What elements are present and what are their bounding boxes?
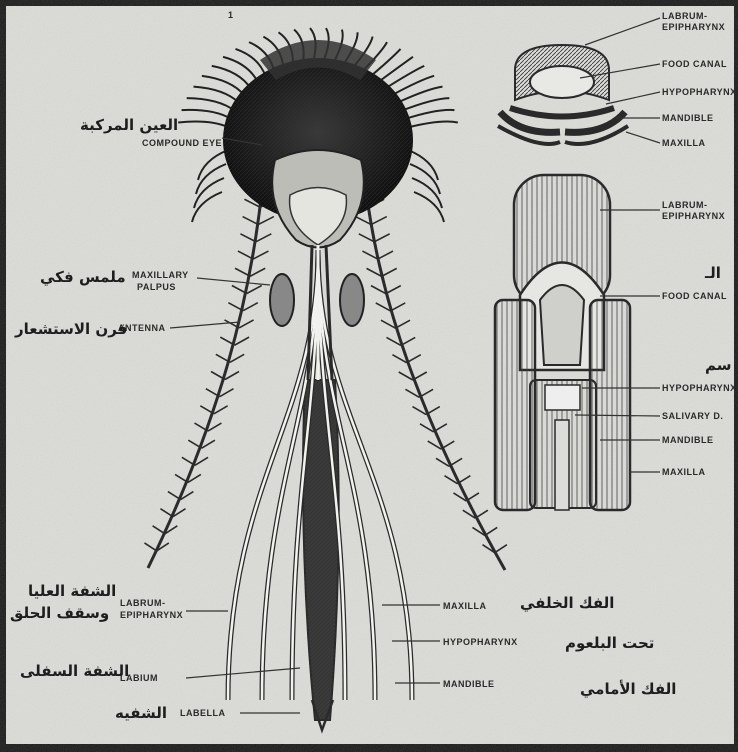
corner-mark: 1 xyxy=(228,10,234,20)
ar-antenna: قرن الاستشعار xyxy=(14,320,127,338)
label-labrum-1: LABRUM- xyxy=(120,598,166,608)
ar-maxilla: الفك الخلفي xyxy=(520,594,614,612)
label-mandible: MANDIBLE xyxy=(443,679,495,689)
cs2-mandible: MANDIBLE xyxy=(662,435,714,445)
ar-mandible: الفك الأمامي xyxy=(580,680,676,698)
cs1-mandible: MANDIBLE xyxy=(662,113,714,123)
cs1-hypopharynx: HYPOPHARYNX xyxy=(662,87,737,97)
cs2-food-canal: FOOD CANAL xyxy=(662,291,727,301)
label-maxillary-2: PALPUS xyxy=(137,282,176,292)
cs2-labrum-1: LABRUM- xyxy=(662,200,708,210)
cs2-maxilla: MAXILLA xyxy=(662,467,706,477)
cs2-hypopharynx: HYPOPHARYNX xyxy=(662,383,737,393)
label-labrum-2: EPIPHARYNX xyxy=(120,610,183,620)
cs1-maxilla: MAXILLA xyxy=(662,138,706,148)
label-labella: LABELLA xyxy=(180,708,226,718)
ar-side-1: الـ xyxy=(704,264,721,282)
cs1-labrum-2: EPIPHARYNX xyxy=(662,22,725,32)
ar-maxillary: ملمس فكي xyxy=(40,268,126,286)
ar-labrum-2: وسقف الحلق xyxy=(10,604,109,622)
label-maxillary-1: MAXILLARY xyxy=(132,270,189,280)
ar-compound-eye: العين المركبة xyxy=(80,116,178,134)
ar-side-2: سم xyxy=(705,356,732,374)
cs1-labrum-1: LABRUM- xyxy=(662,11,708,21)
cs2-salivary: SALIVARY D. xyxy=(662,411,723,421)
ar-labium: الشفة السفلى xyxy=(20,662,129,680)
ar-labrum-1: الشفة العليا xyxy=(28,582,116,600)
cs2-labrum-2: EPIPHARYNX xyxy=(662,211,725,221)
label-hypopharynx: HYPOPHARYNX xyxy=(443,637,518,647)
cs1-food-canal: FOOD CANAL xyxy=(662,59,727,69)
cross-section-bottom xyxy=(495,175,630,510)
ar-labella: الشفيه xyxy=(115,704,167,722)
label-compound-eye: COMPOUND EYE xyxy=(142,138,222,148)
label-maxilla: MAXILLA xyxy=(443,601,487,611)
ar-hypopharynx: تحت البلعوم xyxy=(565,634,654,652)
